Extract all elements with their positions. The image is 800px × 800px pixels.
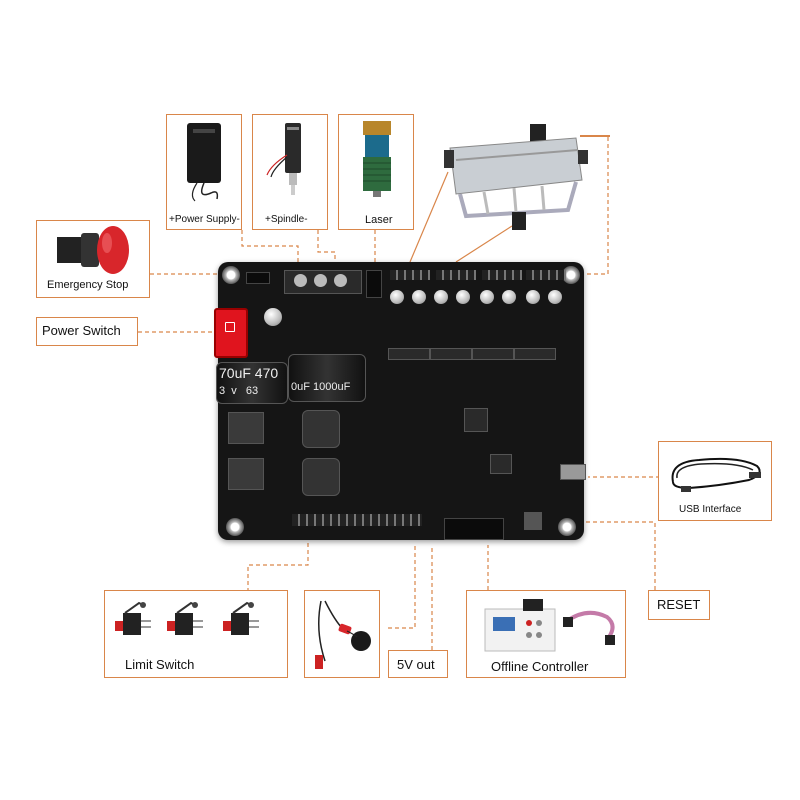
cap	[390, 290, 404, 304]
cap1-sub-text: 3 v 63	[219, 385, 259, 397]
probe-box	[304, 590, 380, 678]
stepper-driver-x	[388, 348, 430, 360]
reset-box: RESET	[648, 590, 710, 620]
offline-controller-label: Offline Controller	[491, 659, 589, 674]
regulator-2	[228, 458, 264, 490]
laser-label: Laser	[365, 214, 393, 226]
mount-hole-tl	[222, 266, 240, 284]
cap	[264, 308, 282, 326]
regulator-1	[228, 412, 264, 444]
power-switch-label: Power Switch	[42, 323, 121, 338]
five-v-out-box: 5V out	[388, 650, 448, 678]
power-supply-label: +Power Supply-	[169, 214, 240, 225]
stepper-driver-a	[514, 348, 556, 360]
terminal-screw-3	[334, 274, 347, 287]
leader-limit-switch	[247, 538, 309, 592]
limit-switch-header	[292, 514, 422, 526]
mount-hole-bl	[226, 518, 244, 536]
stepper-header-2	[436, 270, 476, 280]
spindle-motor-icon	[266, 123, 301, 195]
five-v-out-label: 5V out	[397, 657, 435, 672]
cnc-frame-line	[580, 135, 610, 137]
laser-box: Laser	[338, 114, 414, 230]
cap	[412, 290, 426, 304]
power-switch-rocker	[225, 322, 235, 332]
limit-switch-icon	[115, 601, 259, 635]
estop-header	[246, 272, 270, 284]
leader-spindle	[317, 230, 336, 264]
cap	[502, 290, 516, 304]
mount-hole-br	[558, 518, 576, 536]
stepper-header-3	[482, 270, 522, 280]
power-supply-icon	[187, 123, 221, 202]
limit-switch-box: Limit Switch	[104, 590, 288, 678]
reset-label: RESET	[657, 597, 701, 612]
laser-module-icon	[363, 121, 391, 197]
cap2-text: 0uF 1000uF	[291, 381, 351, 393]
leader-cnc-left-b	[455, 225, 513, 263]
stepper-header-1	[390, 270, 430, 280]
stepper-driver-z	[472, 348, 514, 360]
offline-controller-box: Offline Controller	[466, 590, 626, 678]
leader-reset	[580, 521, 656, 590]
cap1-text: 70uF 470	[219, 365, 279, 381]
electrolytic-cap-470: 70uF 470 3 v 63	[216, 362, 288, 404]
offline-controller-header	[444, 518, 504, 540]
emergency-stop-button-icon	[57, 226, 129, 274]
laser-header	[366, 270, 382, 298]
cnc-machine-icon	[444, 124, 588, 230]
usb-cable-icon	[671, 457, 761, 492]
usb-interface-label: USB Interface	[679, 504, 742, 515]
terminal-screw-2	[314, 274, 327, 287]
cap	[526, 290, 540, 304]
offline-controller-icon	[484, 599, 615, 652]
probe-icon	[315, 600, 371, 669]
usb-port[interactable]	[560, 464, 586, 480]
power-supply-box: +Power Supply-	[166, 114, 242, 230]
power-switch[interactable]	[214, 308, 248, 358]
spindle-label: +Spindle-	[265, 214, 308, 225]
usb-interface-box: USB Interface	[658, 441, 772, 521]
controller-board: 70uF 470 3 v 63 0uF 1000uF	[214, 262, 586, 540]
terminal-screw-1	[294, 274, 307, 287]
reset-button[interactable]	[524, 512, 542, 530]
stepper-header-4	[526, 270, 566, 280]
stepper-driver-y	[430, 348, 472, 360]
electrolytic-cap-1000: 0uF 1000uF	[288, 354, 366, 402]
cap	[548, 290, 562, 304]
cap	[480, 290, 494, 304]
spindle-box: +Spindle-	[252, 114, 328, 230]
inductor-1	[302, 410, 340, 448]
mount-hole-tr	[562, 266, 580, 284]
limit-switch-label: Limit Switch	[125, 657, 195, 672]
leader-power-supply	[241, 230, 299, 264]
driver-ic	[490, 454, 512, 474]
mcu-chip	[464, 408, 488, 432]
inductor-2	[302, 458, 340, 496]
cap	[434, 290, 448, 304]
emergency-stop-label: Emergency Stop	[47, 279, 129, 291]
power-switch-box: Power Switch	[36, 317, 138, 346]
leader-probe	[388, 545, 416, 629]
emergency-stop-box: Emergency Stop	[36, 220, 150, 298]
cap	[456, 290, 470, 304]
leader-cnc-left-a	[409, 171, 449, 263]
